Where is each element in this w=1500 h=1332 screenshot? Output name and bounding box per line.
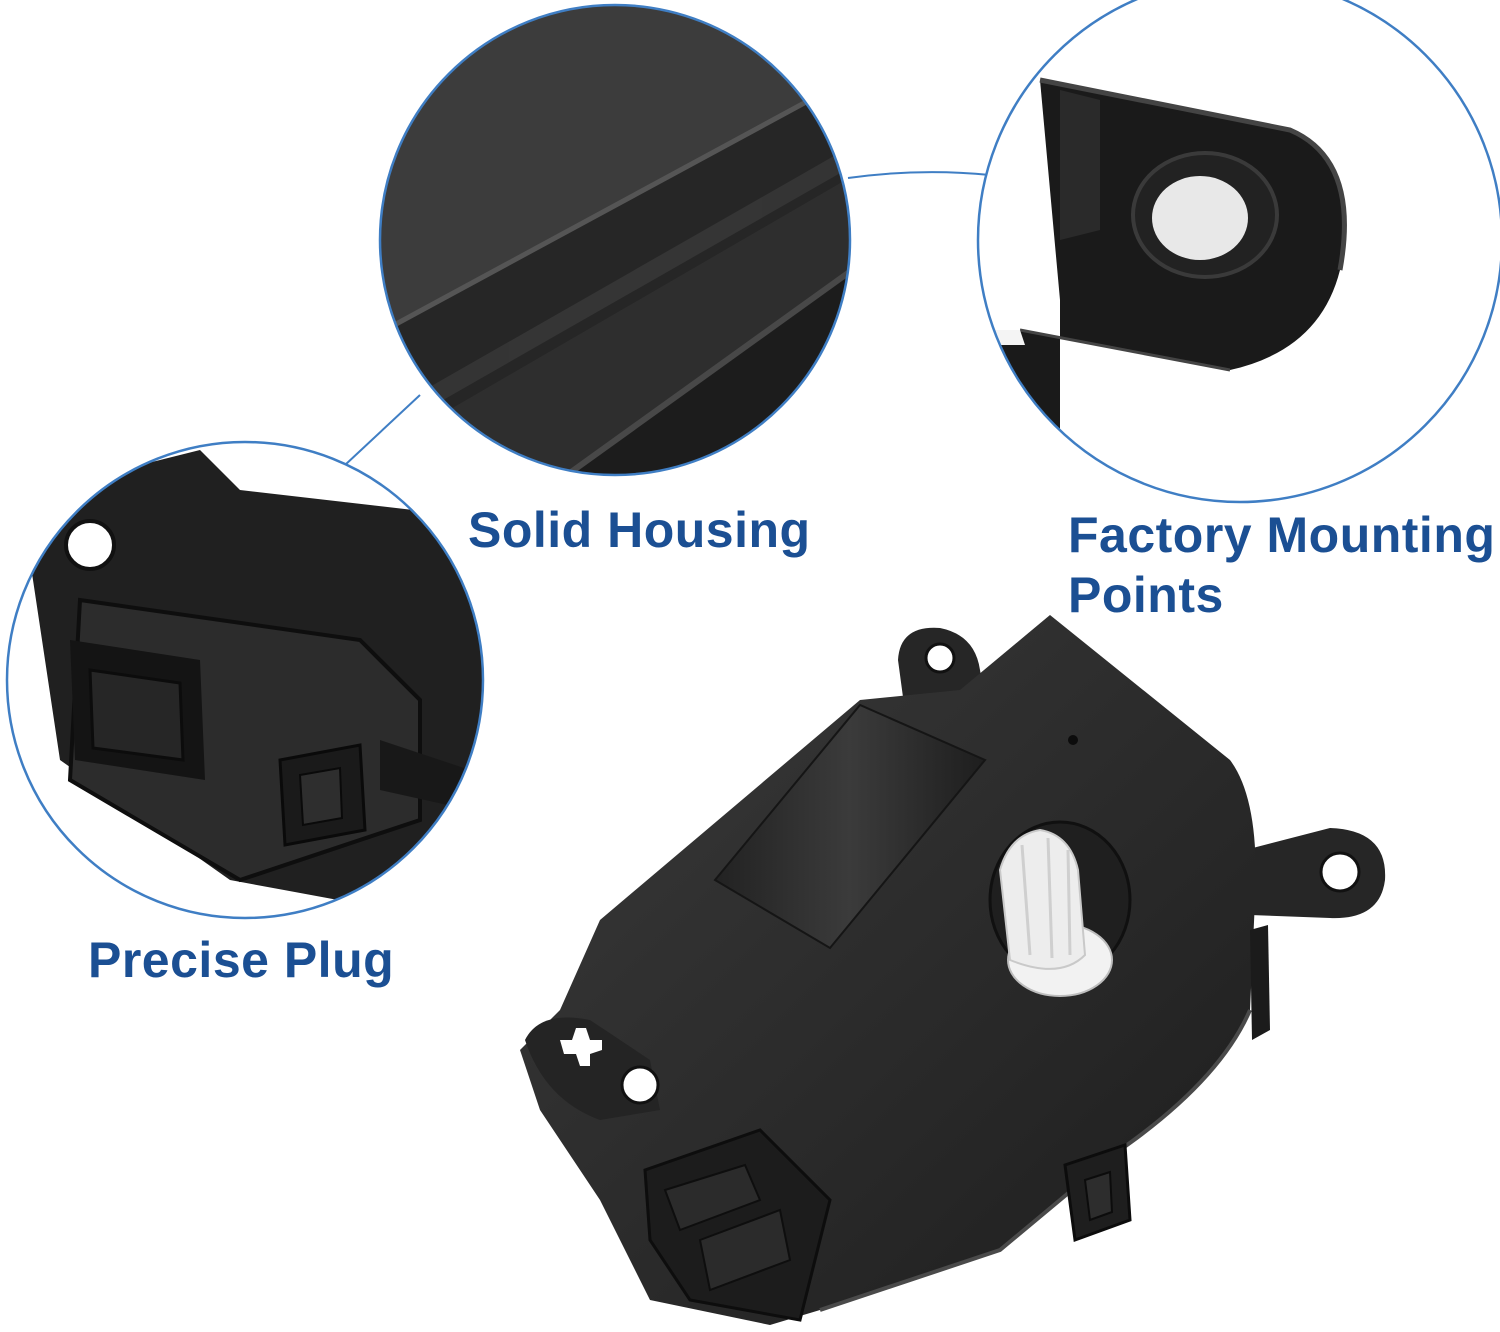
label-precise-plug: Precise Plug — [88, 932, 395, 988]
callout-factory-mounting — [976, 0, 1500, 504]
raised-strip — [713, 703, 987, 950]
right-mounting-ear — [1245, 828, 1386, 919]
top-ear-hole — [924, 642, 956, 674]
label-factory-mounting-line2: Points — [1068, 567, 1224, 623]
connector-housing-plug — [344, 394, 421, 466]
actuator-body — [520, 615, 1256, 1325]
right-clip — [1250, 925, 1270, 1040]
callout-precise-plug — [5, 440, 485, 920]
plug-ear-hole — [64, 519, 116, 571]
connector-housing-mount — [847, 171, 991, 179]
label-solid-housing: Solid Housing — [468, 502, 811, 558]
label-factory-mounting-line1: Factory Mounting — [1068, 507, 1496, 563]
actuator-main — [520, 615, 1386, 1325]
label-factory-mounting-points: Factory Mounting Points — [1068, 505, 1495, 625]
gear-shaft — [998, 828, 1087, 970]
left-ear-hole — [620, 1065, 660, 1105]
indicator-dot — [1068, 735, 1078, 745]
callout-connectors — [344, 171, 991, 466]
cross-hole — [560, 1028, 602, 1066]
right-ear-hole — [1319, 851, 1361, 893]
callout-solid-housing — [378, 3, 852, 477]
